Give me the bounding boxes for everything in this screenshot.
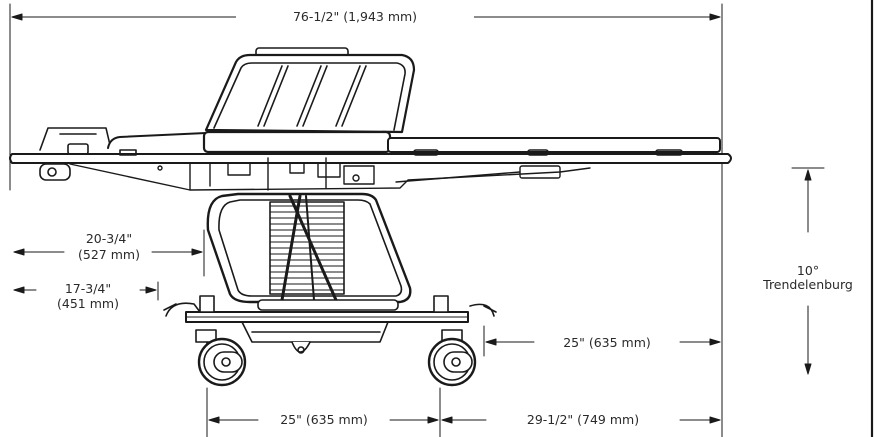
caster-left [197, 337, 247, 387]
deck-mechanism [69, 157, 591, 191]
clearance-2-inch-label: 17-3/4" [64, 281, 112, 296]
overall-length-label: 76-1/2" (1,943 mm) [236, 10, 474, 24]
clearance-dimension-2 [13, 281, 159, 301]
base-chassis [163, 295, 497, 354]
foot-overhang-dimension [441, 416, 721, 424]
tilt-type-label: Trendelenburg [763, 277, 853, 292]
tilt-indicator [791, 167, 825, 375]
foot-overhang-label: 29-1/2" (749 mm) [526, 412, 640, 427]
wheelbase-upper-label: 25" (635 mm) [563, 335, 651, 350]
overall-length-dimension [9, 3, 723, 437]
mattress-head-section [39, 127, 721, 154]
clearance-dimension-1 [13, 229, 205, 277]
caster-right [427, 337, 477, 387]
wheelbase-lower-dimension [206, 387, 441, 437]
base-lift-frame [206, 192, 412, 304]
clearance-2-mm-label: (451 mm) [57, 296, 119, 311]
clearance-1-mm-label: (527 mm) [78, 247, 140, 262]
backrest-frame [204, 47, 416, 134]
wheelbase-lower-label: 25" (635 mm) [280, 412, 368, 427]
deck-rail [9, 143, 732, 181]
clearance-1-inch-label: 20-3/4" [85, 231, 133, 246]
tilt-angle-label: 10° [796, 263, 820, 278]
wheelbase-upper-dimension [483, 325, 721, 357]
